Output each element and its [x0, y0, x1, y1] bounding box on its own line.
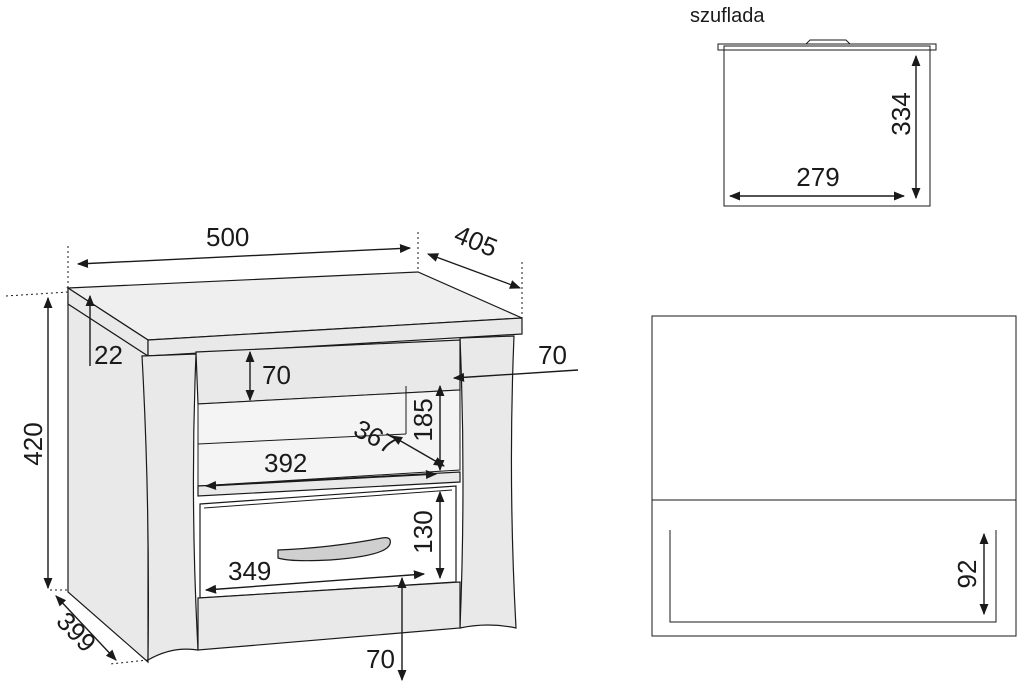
dim-drawer-width-279: 279: [796, 162, 839, 192]
drawer-outline: [723, 45, 931, 207]
dim-depth-405: 405: [450, 219, 501, 263]
dim-plinth-height-70: 70: [366, 644, 395, 674]
drawer-top-view: szuflada 334 279: [690, 5, 937, 207]
dim-drawer-depth-334: 334: [886, 92, 916, 135]
section-outline: [651, 315, 1017, 637]
dim-top-thickness-22: 22: [94, 340, 123, 370]
drawer-section-view: 92: [651, 315, 1017, 637]
cabinet-dimension-texts: 500 405 420 22 70 70 185 367 392 130 349…: [18, 219, 567, 674]
dim-shelf-height-185: 185: [408, 398, 438, 441]
dim-inner-width-392: 392: [264, 448, 307, 478]
dim-drawer-front-width-349: 349: [228, 556, 271, 586]
cabinet-top-front-edge: [147, 317, 523, 357]
cabinet-dimension-lines: [43, 244, 579, 682]
drawer-handle: [277, 537, 391, 562]
cabinet-left-leg: [141, 353, 199, 662]
dim-drawer-front-height-130: 130: [408, 510, 438, 553]
cabinet-right-leg: [459, 335, 517, 629]
dim-side-width-70: 70: [538, 340, 567, 370]
dim-height-420: 420: [18, 422, 48, 465]
dim-width-500: 500: [206, 222, 249, 252]
drawer-handle-top: [805, 39, 851, 45]
drawer-box-section: [669, 530, 997, 623]
drawer-front-edge: [717, 43, 937, 51]
dim-drawer-side-height-92: 92: [952, 560, 982, 589]
drawer-title: szuflada: [690, 5, 765, 27]
cabinet-drawing: [5, 232, 523, 665]
dim-rail-height-70: 70: [262, 360, 291, 390]
